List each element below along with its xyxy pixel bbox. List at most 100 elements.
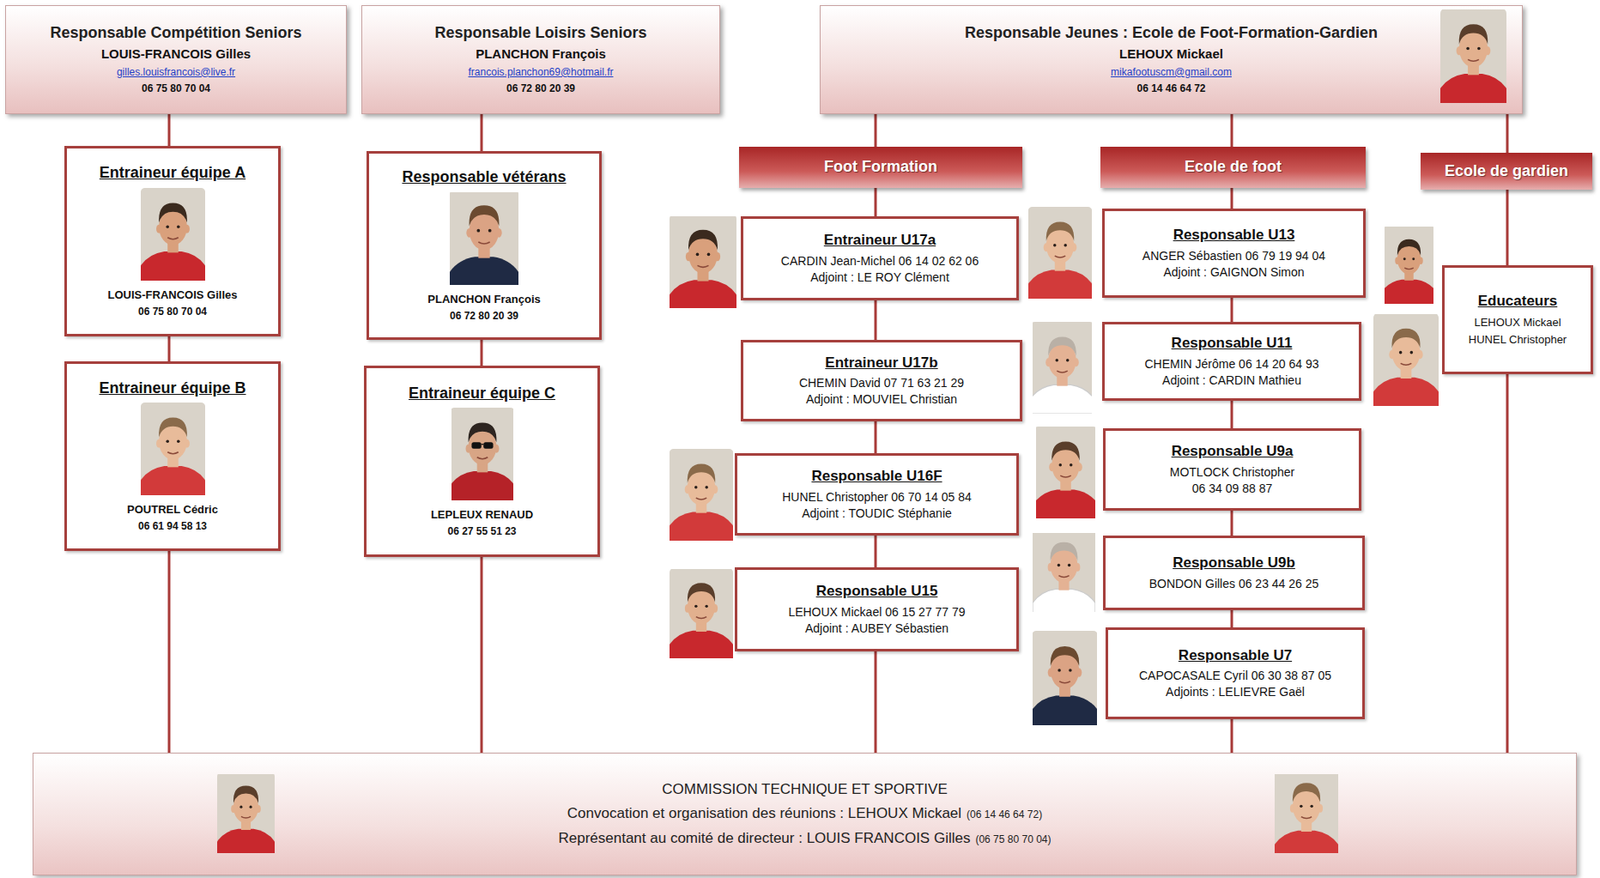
role-box: Entraineur U17aCARDIN Jean-Michel 06 14 … [740, 216, 1019, 301]
portrait-photo [669, 568, 734, 660]
photo-ground [140, 187, 206, 281]
box-text: PLANCHON François [427, 292, 540, 307]
hair [233, 786, 259, 804]
connector-line [1230, 187, 1234, 209]
mouth [167, 236, 179, 239]
box-text: MOTLOCK Christopher [1169, 465, 1295, 480]
eye [239, 806, 243, 809]
text-row: BONDON Gilles 06 23 44 26 25 [1149, 575, 1320, 592]
text-row: Ecole de foot [1184, 157, 1282, 177]
eye [1067, 563, 1071, 567]
eye [1403, 257, 1407, 261]
text-row: Adjoint : LE ROY Clément [810, 268, 950, 285]
portrait-photo [1031, 630, 1098, 726]
shirt [1032, 588, 1096, 618]
box-text: Adjoint : CARDIN Mathieu [1162, 373, 1302, 388]
mouth [697, 265, 710, 267]
text-row: francois.planchon69@hotmail.fr [468, 61, 614, 79]
photo-ground [449, 192, 519, 285]
hair [1050, 646, 1079, 667]
portrait-photo [1373, 313, 1439, 407]
role-box: Responsable U11CHEMIN Jérôme 06 14 20 64… [1102, 321, 1362, 401]
text-row: LEPLEUX RENAUD [430, 505, 534, 522]
box-text: HUNEL Christopher [1468, 333, 1567, 347]
connector-line [1230, 719, 1234, 753]
text-row: LEHOUX Mickael [1119, 42, 1224, 62]
portrait-photo [669, 448, 734, 541]
role-box: Responsable U13ANGER Sébastien 06 79 19 … [1102, 208, 1366, 298]
portrait-frame [217, 774, 275, 854]
box-text: Représentant au comité de directeur : LO… [557, 830, 970, 848]
eye [176, 224, 181, 229]
hair [467, 423, 497, 443]
box-text: (06 75 80 70 04) [975, 833, 1051, 846]
eye [1399, 351, 1403, 355]
text-row: mikafootuscm@gmail.com [1110, 61, 1232, 79]
box-text: ANGER Sébastien 06 79 19 94 04 [1142, 248, 1326, 264]
box-text: Adjoint : AUBEY Sébastien [805, 621, 949, 637]
box-text: LOUIS-FRANCOIS Gilles [108, 288, 238, 303]
text-row: CHEMIN David 07 71 63 21 29 [799, 374, 964, 391]
shirt [1031, 695, 1098, 726]
hair [1292, 782, 1321, 802]
portrait-frame [1274, 774, 1339, 854]
box-heading: Responsable U13 [1173, 226, 1296, 244]
hair [1048, 336, 1077, 356]
mouth [241, 816, 251, 819]
box-heading: Responsable Loisirs Seniors [434, 24, 647, 43]
text-row: LEHOUX Mickael [1473, 312, 1561, 330]
eye [1066, 358, 1069, 362]
text-row: 06 72 80 20 39 [506, 78, 576, 96]
box-text: LEHOUX Mickael [1119, 46, 1224, 62]
hair [158, 202, 188, 223]
mouth [696, 497, 707, 500]
role-box: EducateursLEHOUX MickaelHUNEL Christophe… [1442, 265, 1594, 375]
portrait-frame [451, 407, 514, 501]
box-text: (06 14 46 64 72) [966, 808, 1043, 821]
box-heading: Ecole de gardien [1444, 162, 1569, 182]
box-heading: COMMISSION TECHNIQUE ET SPORTIVE [661, 781, 948, 799]
portrait-photo [1274, 774, 1339, 854]
role-box: Entraineur équipe ALOUIS-FRANCOIS Gilles… [64, 145, 281, 337]
box-text: 06 34 09 88 87 [1192, 481, 1273, 497]
box-text: CAPOCASALE Cyril 06 30 38 87 05 [1139, 668, 1332, 684]
box-heading: Responsable U9a [1171, 442, 1294, 461]
text-row: Responsable Loisirs Seniors [434, 24, 647, 43]
role-box: Responsable vétéransPLANCHON François06 … [366, 151, 602, 340]
text-row: Entraineur équipe B [98, 379, 246, 399]
box-text: Adjoints : LELIEVRE Gaël [1165, 684, 1305, 700]
section-band: Foot Formation [739, 146, 1023, 188]
eye [1477, 47, 1481, 51]
connector-line [1230, 400, 1234, 429]
role-box: Entraineur équipe CLEPLEUX RENAUD06 27 5… [363, 365, 600, 558]
box-heading: Entraineur équipe C [408, 384, 556, 404]
box-text: LEHOUX Mickael [1473, 315, 1561, 330]
connector-line [1230, 297, 1234, 322]
sunglasses [471, 442, 481, 449]
text-row: Entraineur U17a [824, 231, 936, 252]
role-box: Entraineur équipe BPOUTREL Cédric06 61 9… [64, 361, 281, 552]
connector-line [1506, 114, 1510, 153]
eye [1059, 463, 1062, 467]
box-heading: Ecole de foot [1184, 157, 1282, 177]
shirt [1028, 269, 1093, 299]
header-box: Responsable Loisirs SeniorsPLANCHON Fran… [361, 5, 721, 115]
box-text: gilles.louisfrancois@live.fr [116, 66, 236, 79]
box-text: CARDIN Jean-Michel 06 14 02 62 06 [781, 254, 979, 269]
shirt [1030, 384, 1095, 414]
box-heading: Educateurs [1478, 292, 1558, 310]
connector-line [1230, 114, 1234, 147]
portrait-photo [217, 774, 275, 854]
role-box: Responsable U16FHUNEL Christopher 06 70 … [734, 453, 1019, 536]
box-heading: Responsable U7 [1178, 647, 1292, 665]
hair [1397, 239, 1421, 256]
text-row: CAPOCASALE Cyril 06 30 38 87 05 [1139, 666, 1332, 684]
mouth [167, 452, 179, 455]
eye [1410, 351, 1414, 355]
mouth [1054, 255, 1066, 258]
photo-ground [1031, 630, 1098, 726]
connector-line [874, 114, 878, 147]
box-heading: Responsable U15 [816, 582, 939, 600]
mouth [1058, 575, 1069, 578]
box-text: Adjoint : TOUDIC Stéphanie [801, 506, 952, 522]
